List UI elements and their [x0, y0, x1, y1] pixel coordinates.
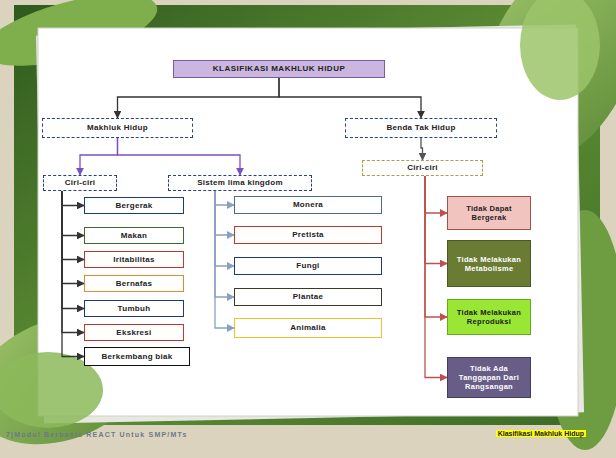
node-text: Tidak Melakukan Reproduksi — [451, 308, 527, 326]
node-text: Ciri-ciri — [407, 163, 438, 173]
connector-arrow — [215, 191, 234, 328]
connector-arrow — [80, 138, 118, 175]
node-text: KLASIFIKASI MAKHLUK HIDUP — [213, 64, 346, 74]
trait-box: Bergerak — [84, 197, 184, 214]
connector-arrow — [425, 176, 447, 378]
node-text: Tumbuh — [118, 304, 151, 314]
connector-arrow — [215, 191, 234, 235]
category-box: Makhluk Hidup — [42, 118, 193, 138]
footer-label: 7|Modul Berbasis REACT Untuk SMP/MTs — [6, 431, 188, 438]
node-text: Tidak Melakukan Metabolisme — [451, 255, 527, 273]
connector-arrow — [62, 191, 84, 206]
connector-arrow — [62, 191, 84, 284]
group-box: Sistem lima kingdom — [168, 175, 312, 191]
node-text: Iritabilitas — [113, 255, 154, 265]
connector-arrow — [62, 191, 84, 357]
connector-arrow — [215, 191, 234, 205]
connector-arrow — [62, 191, 84, 236]
node-text: Berkembang biak — [101, 352, 172, 362]
kingdom-box: Pretista — [234, 226, 382, 244]
caption: Klasifikasi Makhluk Hidup — [496, 430, 586, 437]
node-text: Bernafas — [116, 279, 153, 289]
back-paper — [36, 24, 584, 423]
group-box: Ciri-ciri — [362, 160, 483, 176]
connector-arrow — [425, 176, 447, 264]
connector-arrow — [62, 191, 84, 333]
node-text: Benda Tak Hidup — [386, 123, 455, 133]
node-text: Animalia — [290, 323, 326, 333]
leaf-photo — [14, 5, 600, 425]
node-text: Makan — [121, 231, 147, 241]
connector-arrow — [215, 191, 234, 266]
node-text: Tidak Dapat Bergerak — [451, 204, 527, 222]
trait-box: Makan — [84, 227, 184, 244]
title-box: KLASIFIKASI MAKHLUK HIDUP — [173, 60, 385, 78]
node-text: Monera — [293, 200, 323, 210]
node-text: Ciri-ciri — [65, 178, 96, 188]
connector-arrow — [421, 138, 423, 160]
node-text: Bergerak — [115, 201, 152, 211]
node-text: Pretista — [292, 230, 324, 240]
trait-box: Berkembang biak — [84, 347, 190, 366]
connector-arrow — [118, 138, 241, 175]
node-text: Sistem lima kingdom — [197, 178, 283, 188]
trait-box: Iritabilitas — [84, 251, 184, 268]
connector-arrow — [425, 176, 447, 317]
trait-box: Tumbuh — [84, 300, 184, 317]
kingdom-box: Monera — [234, 196, 382, 214]
node-text: Makhluk Hidup — [87, 123, 148, 133]
kingdom-box: Animalia — [234, 318, 382, 338]
trait-box: Ekskresi — [84, 324, 184, 341]
trait-box: Tidak Ada Tanggapan Dari Rangsangan — [447, 357, 531, 398]
category-box: Benda Tak Hidup — [345, 118, 497, 138]
connector-arrow — [118, 78, 280, 118]
connector-arrow — [215, 191, 234, 297]
group-box: Ciri-ciri — [43, 175, 117, 191]
kingdom-box: Plantae — [234, 288, 382, 306]
trait-box: Tidak Melakukan Reproduksi — [447, 299, 531, 335]
node-text: Fungi — [296, 261, 319, 271]
trait-box: Tidak Melakukan Metabolisme — [447, 240, 531, 287]
node-text: Plantae — [293, 292, 324, 302]
trait-box: Tidak Dapat Bergerak — [447, 196, 531, 230]
trait-box: Bernafas — [84, 275, 184, 292]
paper-card — [38, 28, 578, 416]
connector-arrow — [279, 78, 421, 118]
node-text: Ekskresi — [116, 328, 151, 338]
leaf — [520, 0, 600, 100]
node-text: Tidak Ada Tanggapan Dari Rangsangan — [451, 364, 527, 391]
kingdom-box: Fungi — [234, 257, 382, 275]
connector-arrow — [62, 191, 84, 309]
connector-arrow — [425, 176, 447, 213]
connector-arrow — [62, 191, 84, 260]
